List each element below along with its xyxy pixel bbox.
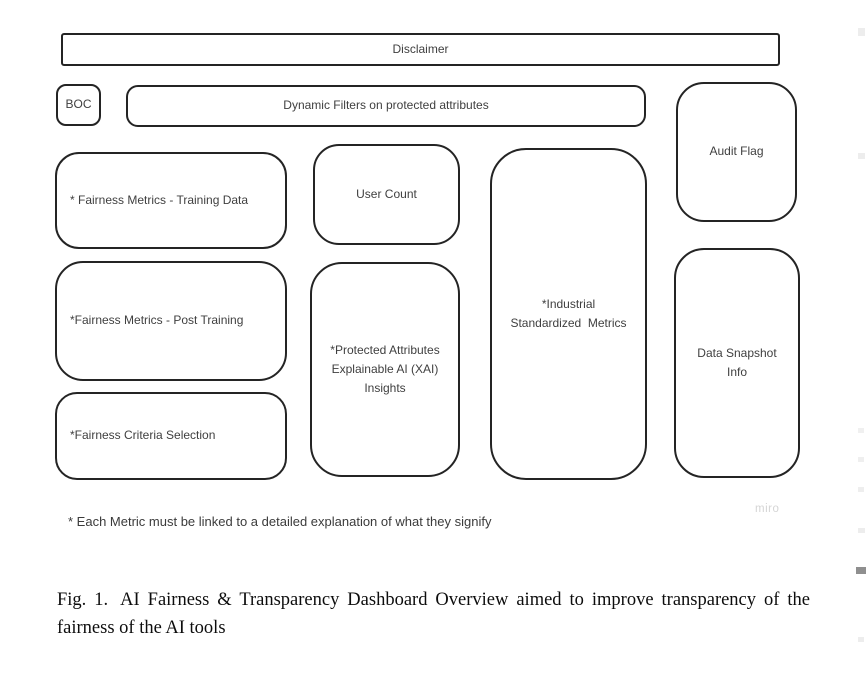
dynamic-filters-label: Dynamic Filters on protected attributes — [283, 98, 489, 113]
fairness-metrics-training-box: * Fairness Metrics - Training Data — [55, 152, 287, 249]
protected-attributes-box: *Protected Attributes Explainable AI (XA… — [310, 262, 460, 477]
fairness-criteria-selection-label: *Fairness Criteria Selection — [70, 428, 216, 443]
figure-caption: Fig. 1.AI Fairness & Transparency Dashbo… — [57, 586, 810, 642]
disclaimer-box: Disclaimer — [61, 33, 780, 66]
industrial-metrics-label: *Industrial Standardized Metrics — [510, 296, 627, 330]
audit-flag-label: Audit Flag — [709, 144, 764, 159]
figure-footnote: * Each Metric must be linked to a detail… — [68, 514, 492, 529]
audit-flag-box: Audit Flag — [676, 82, 797, 222]
page-edge-artifact — [858, 637, 864, 642]
figure-caption-text: AI Fairness & Transparency Dashboard Ove… — [57, 590, 810, 638]
fairness-metrics-post-label: *Fairness Metrics - Post Training — [70, 313, 244, 328]
page-edge-artifact — [858, 457, 864, 462]
data-snapshot-box: Data Snapshot Info — [674, 248, 800, 478]
industrial-metrics-box: *Industrial Standardized Metrics — [490, 148, 647, 480]
fairness-metrics-post-box: *Fairness Metrics - Post Training — [55, 261, 287, 381]
protected-attributes-label: *Protected Attributes Explainable AI (XA… — [330, 342, 440, 396]
page-edge-artifact — [858, 428, 864, 433]
page-edge-artifact — [856, 567, 866, 574]
boc-label: BOC — [65, 97, 92, 112]
fairness-criteria-selection-box: *Fairness Criteria Selection — [55, 392, 287, 480]
fairness-metrics-training-label: * Fairness Metrics - Training Data — [70, 192, 249, 207]
disclaimer-label: Disclaimer — [392, 41, 449, 56]
figure-caption-number: Fig. 1. — [57, 590, 109, 610]
dynamic-filters-box: Dynamic Filters on protected attributes — [126, 85, 646, 127]
page-edge-artifact — [858, 487, 864, 492]
user-count-label: User Count — [356, 186, 417, 201]
data-snapshot-label: Data Snapshot Info — [697, 345, 777, 379]
page-edge-artifact — [858, 528, 865, 533]
user-count-box: User Count — [313, 144, 460, 245]
page-edge-artifact — [858, 28, 865, 36]
miro-watermark: miro — [755, 503, 780, 515]
page-edge-artifact — [858, 153, 865, 159]
boc-box: BOC — [56, 84, 101, 126]
